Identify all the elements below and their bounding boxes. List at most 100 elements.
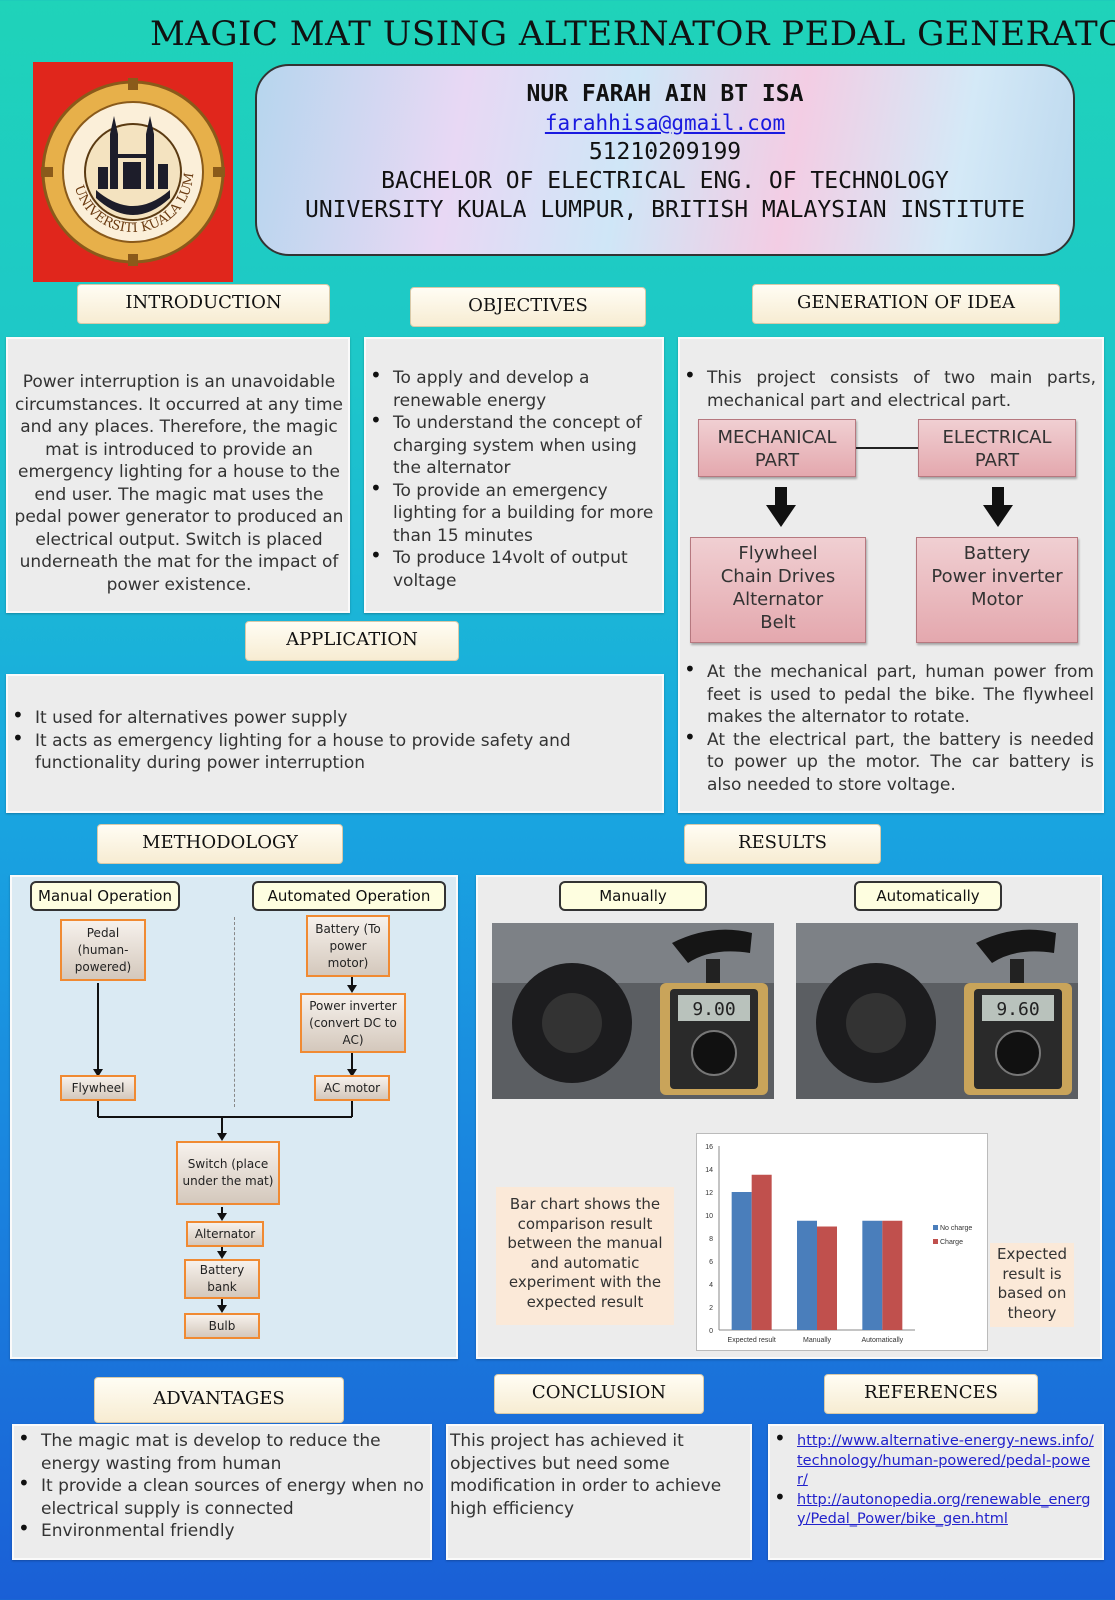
objective-item: To provide an emergency lighting for a b… <box>368 477 654 548</box>
y-tick-label: 14 <box>705 1167 713 1174</box>
generation-bullet: At the mechanical part, human power from… <box>682 658 1094 729</box>
bike-multimeter-image: 9.60 <box>796 923 1078 1099</box>
conclusion-header: CONCLUSION <box>494 1374 704 1414</box>
application-list: It used for alternatives power supply It… <box>8 676 662 775</box>
application-panel: It used for alternatives power supply It… <box>6 674 664 813</box>
objective-item: To understand the concept of charging sy… <box>368 409 654 480</box>
objectives-header: OBJECTIVES <box>410 287 646 327</box>
flow-power-inverter: Power inverter (convert DC to AC) <box>300 993 406 1053</box>
expected-note: Expected result is based on theory <box>990 1243 1074 1327</box>
legend-swatch <box>933 1225 938 1230</box>
automated-operation-label: Automated Operation <box>252 881 446 911</box>
poster-title: MAGIC MAT USING ALTERNATOR PEDAL GENERAT… <box>150 14 1115 54</box>
objective-item: To apply and develop a renewable energy <box>368 364 654 412</box>
author-email-link[interactable]: farahhisa@gmail.com <box>544 111 786 135</box>
reference-link[interactable]: http://www.alternative-energy-news.info/… <box>797 1433 1094 1488</box>
references-header: REFERENCES <box>824 1374 1038 1414</box>
references-panel: http://www.alternative-energy-news.info/… <box>768 1424 1104 1560</box>
conclusion-panel: This project has achieved it objectives … <box>446 1424 752 1560</box>
down-arrow-icon <box>983 487 1013 527</box>
mechanical-items-box: Flywheel Chain Drives Alternator Belt <box>690 537 866 643</box>
electrical-item: Battery <box>963 543 1031 564</box>
chart-note: Bar chart shows the comparison result be… <box>496 1187 674 1325</box>
flow-bulb: Bulb <box>184 1313 260 1339</box>
advantage-item: It provide a clean sources of energy whe… <box>16 1472 424 1520</box>
y-tick-label: 4 <box>709 1282 713 1289</box>
y-tick-label: 2 <box>709 1305 713 1312</box>
y-tick-label: 16 <box>705 1144 713 1151</box>
flow-battery-bank: Battery bank <box>184 1259 260 1299</box>
manual-test-photo: 9.00 <box>492 923 774 1099</box>
flow-switch: Switch (place under the mat) <box>176 1141 280 1205</box>
author-id: 51210209199 <box>588 139 742 165</box>
objective-item: To produce 14volt of output voltage <box>368 544 654 592</box>
application-item: It used for alternatives power supply <box>10 704 654 730</box>
bar-charge <box>882 1220 903 1330</box>
auto-reading: 9.60 <box>996 999 1039 1020</box>
y-tick-label: 12 <box>705 1190 713 1197</box>
flow-flywheel: Flywheel <box>60 1075 136 1101</box>
introduction-panel: Power interruption is an unavoidable cir… <box>6 337 350 613</box>
y-tick-label: 0 <box>709 1328 713 1335</box>
x-tick-label: Automatically <box>862 1337 904 1344</box>
down-arrow-icon <box>766 487 796 527</box>
y-tick-label: 6 <box>709 1259 713 1266</box>
application-item: It acts as emergency lighting for a hous… <box>10 727 654 775</box>
methodology-panel: Manual Operation Automated Operation Ped… <box>10 875 458 1359</box>
electrical-item: Power inverter <box>931 566 1063 587</box>
flow-alternator: Alternator <box>186 1221 264 1247</box>
generation-header: GENERATION OF IDEA <box>752 284 1060 324</box>
flow-ac-motor: AC motor <box>314 1075 390 1101</box>
introduction-header: INTRODUCTION <box>77 284 330 324</box>
flow-pedal: Pedal (human-powered) <box>60 919 146 981</box>
bar-charge <box>751 1174 772 1330</box>
automatic-test-photo: 9.60 <box>796 923 1078 1099</box>
flow-battery: Battery (To power motor) <box>306 915 390 977</box>
author-info-box: NUR FARAH AIN BT ISA farahhisa@gmail.com… <box>255 64 1075 256</box>
introduction-text: Power interruption is an unavoidable cir… <box>14 372 344 595</box>
manually-label: Manually <box>559 881 707 911</box>
generation-bullets: At the mechanical part, human power from… <box>680 658 1100 796</box>
references-list: http://www.alternative-energy-news.info/… <box>770 1426 1102 1530</box>
mechanical-item: Chain Drives <box>720 566 836 587</box>
advantages-panel: The magic mat is develop to reduce the e… <box>12 1424 432 1560</box>
electrical-item: Motor <box>970 589 1023 610</box>
bar-no-charge <box>797 1220 817 1330</box>
x-tick-label: Manually <box>803 1337 832 1344</box>
automatically-label: Automatically <box>854 881 1002 911</box>
y-tick-label: 8 <box>709 1236 713 1243</box>
manual-reading: 9.00 <box>692 999 735 1020</box>
objectives-panel: To apply and develop a renewable energy … <box>364 337 664 613</box>
mechanical-item: Belt <box>760 612 796 633</box>
legend-label: No charge <box>940 1225 972 1232</box>
advantages-header: ADVANTAGES <box>94 1377 344 1423</box>
connector-line <box>856 447 918 449</box>
author-program: BACHELOR OF ELECTRICAL ENG. OF TECHNOLOG… <box>381 168 949 194</box>
advantage-item: The magic mat is develop to reduce the e… <box>16 1427 424 1475</box>
methodology-header: METHODOLOGY <box>97 824 343 864</box>
bar-charge <box>817 1226 837 1330</box>
mechanical-item: Alternator <box>732 589 824 610</box>
bar-no-charge <box>862 1220 883 1330</box>
bike-multimeter-image: 9.00 <box>492 923 774 1099</box>
x-tick-label: Expected result <box>728 1337 776 1344</box>
university-logo: UNIVERSITI KUALA LUMPUR <box>33 62 233 282</box>
conclusion-text: This project has achieved it objectives … <box>450 1431 722 1519</box>
legend-swatch <box>933 1239 938 1244</box>
application-header: APPLICATION <box>245 621 459 661</box>
electrical-part-box: ELECTRICAL PART <box>918 419 1076 477</box>
mechanical-part-box: MECHANICAL PART <box>698 419 856 477</box>
author-name: NUR FARAH AIN BT ISA <box>526 81 804 107</box>
generation-panel: This project consists of two main parts,… <box>678 337 1104 813</box>
manual-operation-label: Manual Operation <box>30 881 180 911</box>
bar-no-charge <box>731 1192 752 1330</box>
divider <box>234 917 235 1107</box>
mechanical-item: Flywheel <box>738 543 818 564</box>
reference-link[interactable]: http://autonopedia.org/renewable_energy/… <box>797 1491 1091 1528</box>
results-header: RESULTS <box>684 824 881 864</box>
results-panel: Manually Automatically 9.00 <box>476 875 1102 1359</box>
flow-connectors <box>93 977 357 1313</box>
author-institute: UNIVERSITY KUALA LUMPUR, BRITISH MALAYSI… <box>304 197 1026 223</box>
advantage-item: Environmental friendly <box>16 1517 424 1543</box>
